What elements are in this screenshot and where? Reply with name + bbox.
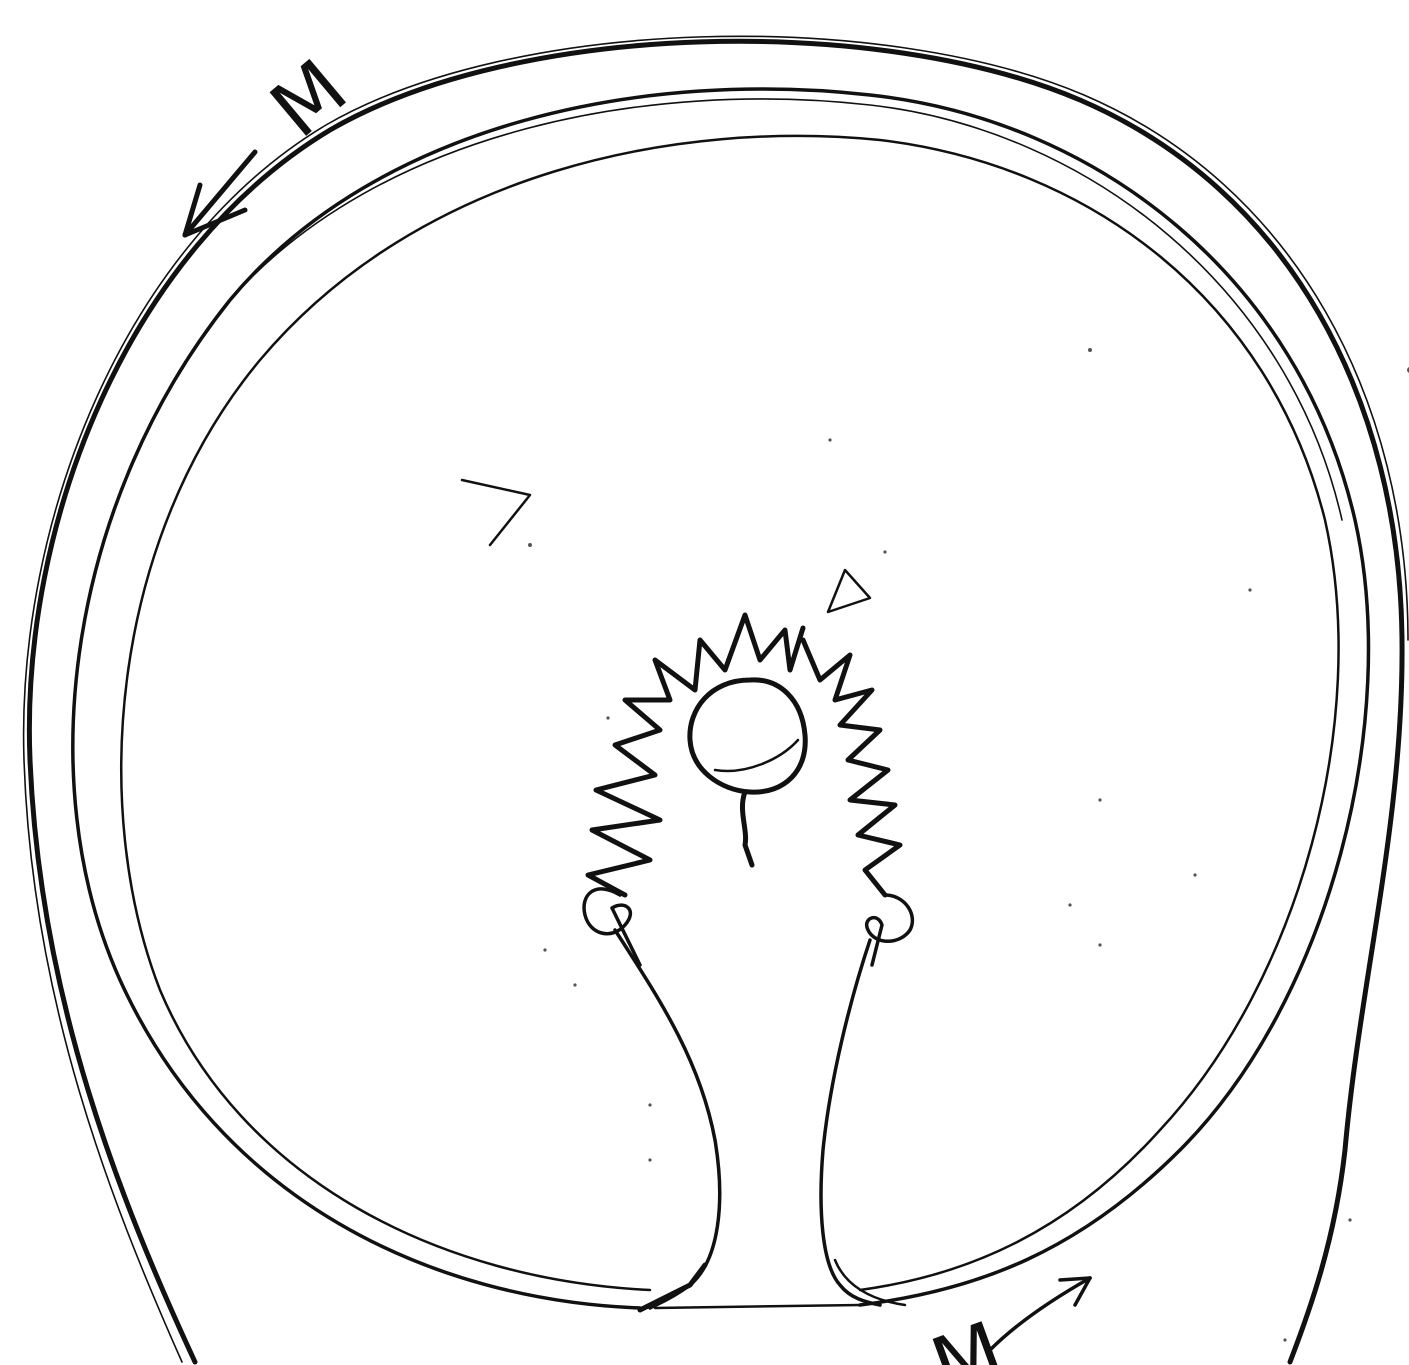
- middle-ring: [73, 89, 1369, 1308]
- central-bulb-shading: [715, 740, 798, 771]
- small-glyph-left: [462, 480, 532, 547]
- inner-ring: [121, 136, 1338, 1290]
- paper-specks: [543, 348, 1409, 1342]
- left-stalk-base: [640, 1265, 705, 1310]
- central-bulb: [690, 680, 805, 792]
- right-stalk: [821, 940, 880, 1305]
- outer-shell: [29, 41, 1402, 1362]
- small-glyph-right: [828, 570, 870, 612]
- right-zigzag: [803, 640, 900, 895]
- arrow-right-up-icon: [990, 1278, 1090, 1350]
- label-m-bottom-right: M: [921, 1305, 1015, 1365]
- label-m-top-left: M: [255, 43, 364, 155]
- bottom-connector: [655, 1305, 860, 1308]
- left-stalk: [615, 930, 720, 1308]
- outer-shell-inner-stroke: [24, 36, 1408, 1362]
- middle-ring-shading: [230, 99, 1342, 520]
- right-curl: [867, 895, 913, 965]
- central-stem: [742, 792, 752, 865]
